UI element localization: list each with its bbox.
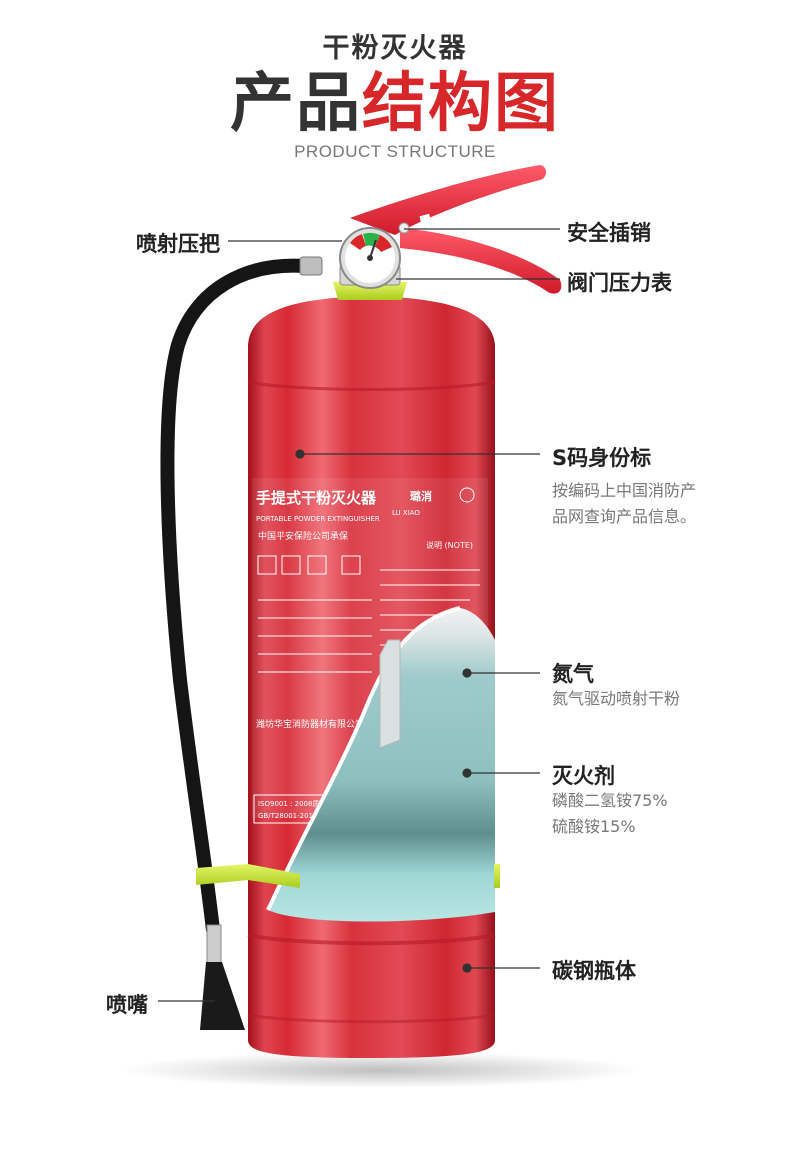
page-title: 产品结构图 [0, 66, 790, 142]
shoulder-band [247, 380, 496, 391]
mounting-bracket [196, 864, 300, 888]
pressure-gauge-icon [339, 227, 401, 289]
bracket-right [494, 864, 500, 888]
label-insurance: 中国平安保险公司承保 [258, 530, 348, 542]
label-gb: GB/T28001-2011/ [258, 812, 320, 820]
hose [160, 258, 312, 937]
cutaway-edge [266, 606, 461, 911]
base-band-1 [247, 933, 496, 946]
s-code-desc-line1: 按编码上中国消防产 [552, 481, 697, 500]
floor-shadow [120, 1052, 640, 1088]
valve-collar [333, 282, 407, 300]
nozzle [200, 962, 245, 1030]
label-agent: 灭火剂 [552, 764, 615, 788]
label-spray-handle: 喷射压把 [136, 232, 220, 256]
agent-desc-line2: 硫酸铵15% [552, 817, 636, 836]
safety-pin-tab [419, 213, 431, 223]
page-title-english: PRODUCT STRUCTURE [294, 142, 496, 161]
safety-pin-ring [398, 222, 410, 234]
title-dark-part: 产品 [230, 67, 362, 141]
cutaway-inner [268, 608, 495, 922]
label-note: 说明 (NOTE) [426, 540, 473, 550]
label-brand-en: LU XIAO [392, 509, 420, 517]
lever-bottom [400, 228, 562, 294]
nitrogen-desc: 氮气驱动喷射干粉 [552, 689, 681, 708]
agent-desc-line1: 磷酸二氢铵75% [552, 791, 668, 810]
lever-top [350, 165, 546, 235]
title-red-part: 结构图 [362, 67, 560, 141]
base-band-2 [247, 1013, 496, 1024]
page-subtitle: 干粉灭火器 [322, 33, 468, 64]
label-brand-cn: 璐消 [410, 489, 432, 503]
hose-connector [299, 256, 323, 276]
label-nozzle: 喷嘴 [106, 993, 148, 1017]
label-nitrogen: 氮气 [552, 662, 594, 686]
label-body: 碳钢瓶体 [552, 959, 636, 983]
s-code-desc-line2: 品网查询产品信息。 [552, 507, 697, 526]
label-maker: 潍坊华宝消防器材有限公司 [256, 718, 364, 730]
label-pressure-gauge: 阀门压力表 [567, 271, 672, 295]
ccc-cert-icon [459, 487, 475, 503]
label-safety-pin: 安全插销 [567, 221, 651, 245]
label-name-cn: 手提式干粉灭火器 [256, 489, 377, 507]
nozzle-ring [206, 924, 222, 964]
siphon-tube [379, 639, 401, 749]
label-iso: ISO9001 : 2008质量管 [258, 799, 333, 808]
label-name-en: PORTABLE POWDER EXTINGUISHER [256, 515, 380, 523]
label-s-code: S码身份标 [552, 446, 652, 470]
